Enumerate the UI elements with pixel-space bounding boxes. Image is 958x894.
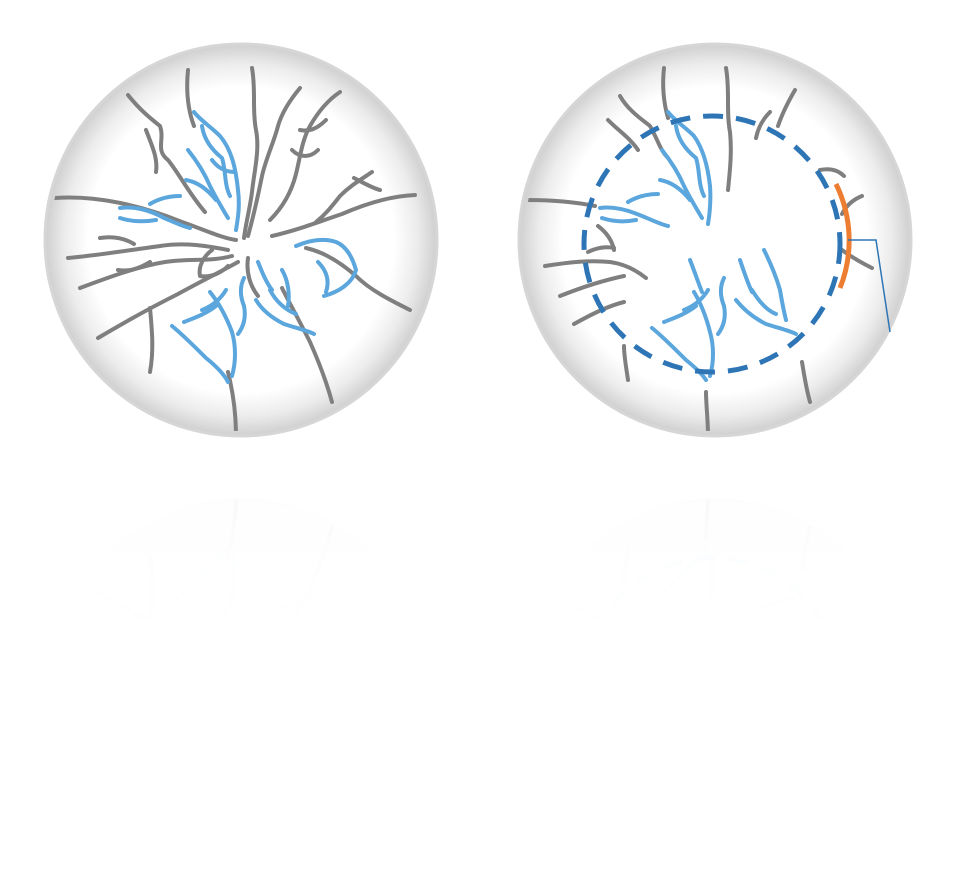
callout-leader-line (848, 239, 891, 333)
retina-disc-icon (517, 42, 913, 438)
vessel-tree-gray (53, 66, 417, 431)
panel-full-network (43, 42, 439, 438)
lower-background (0, 620, 958, 889)
panel-inner-region (517, 42, 913, 438)
retina-disc-icon (43, 42, 439, 438)
boundary-arc-highlight (833, 182, 852, 289)
vessel-tree-blue (598, 110, 798, 382)
inner-boundary-dashed-ring (581, 113, 843, 375)
reflection-fade (0, 448, 958, 648)
vessel-tree-blue (118, 110, 358, 384)
